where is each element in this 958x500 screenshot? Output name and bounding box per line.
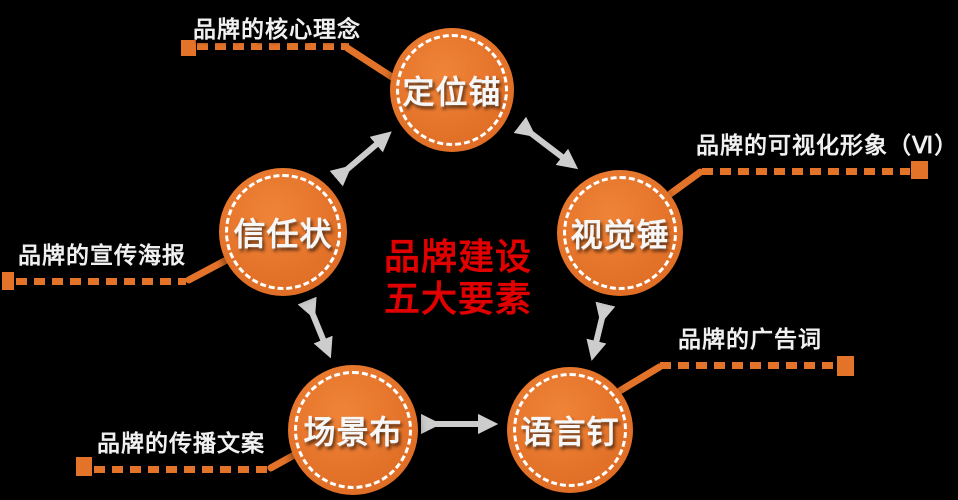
node-positioning-anchor: 定位锚 <box>390 28 514 152</box>
annotation-vi: 品牌的可视化形象（Ⅵ） <box>696 132 958 158</box>
annotation-slogan: 品牌的广告词 <box>678 326 822 352</box>
leader-endpoint-square <box>837 356 854 376</box>
leader-endpoint-square <box>181 40 196 56</box>
dashed-leader-line <box>94 466 268 473</box>
node-language-nail: 语言钉 <box>507 367 633 493</box>
arrow-trust-anchor <box>329 131 392 187</box>
dashed-leader-line <box>197 43 349 50</box>
node-trust-certificate: 信任状 <box>219 168 347 296</box>
node-label: 视觉锤 <box>570 217 670 253</box>
dashed-leader-line <box>16 278 186 285</box>
annotation-poster: 品牌的宣传海报 <box>18 242 186 268</box>
node-scene-cloth: 场景布 <box>288 365 418 495</box>
node-label: 语言钉 <box>520 414 620 450</box>
node-visual-hammer: 视觉锤 <box>557 170 683 296</box>
dashed-ring <box>225 174 341 290</box>
annotation-core-idea: 品牌的核心理念 <box>193 16 361 42</box>
dashed-ring <box>563 176 677 290</box>
diagram-title: 品牌建设 五大要素 <box>381 236 535 320</box>
arrow-anchor-visual <box>513 116 579 170</box>
dashed-ring <box>513 373 627 487</box>
dashed-leader-line <box>702 168 910 175</box>
dashed-ring <box>294 371 412 489</box>
node-label: 定位锚 <box>402 74 502 110</box>
annotation-copywriting: 品牌的传播文案 <box>97 430 265 456</box>
dashed-ring <box>396 34 508 146</box>
diagram-title-line1: 品牌建设 <box>383 236 532 277</box>
node-label: 信任状 <box>233 216 333 252</box>
leader-endpoint-square <box>76 457 92 476</box>
diagram-title-line2: 五大要素 <box>383 277 532 319</box>
leader-endpoint-square <box>911 161 928 179</box>
dashed-leader-line <box>660 362 836 369</box>
leader-endpoint-square <box>2 272 14 290</box>
arrow-visual-language <box>586 301 616 361</box>
arrow-trust-scene <box>297 296 333 359</box>
node-label: 场景布 <box>303 414 403 450</box>
